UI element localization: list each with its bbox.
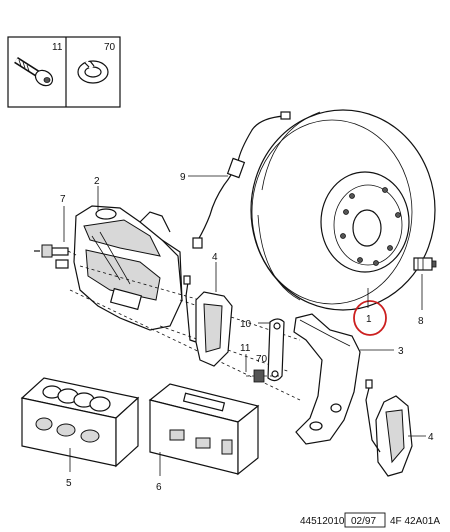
legend-label-11: 11	[52, 42, 63, 53]
callout-7: 7	[60, 194, 66, 205]
callout-4-lower: 4	[428, 432, 434, 443]
reference-footer: 44512010 02/97 4F 42A01A	[300, 512, 440, 528]
callout-4-upper: 4	[212, 252, 218, 263]
bolt-icon	[14, 57, 54, 87]
callout-1: 1	[366, 314, 372, 325]
callout-2: 2	[94, 176, 100, 187]
highlight-ring	[353, 300, 387, 336]
callout-8: 8	[418, 316, 424, 327]
brake-pad-outer	[365, 379, 413, 477]
wheel-stud	[413, 257, 437, 271]
reference-date: 02/97	[351, 516, 376, 527]
callout-9: 9	[180, 172, 186, 183]
guide-link	[258, 318, 285, 382]
callout-6: 6	[156, 482, 162, 493]
reference-code: 4F 42A01A	[390, 516, 440, 527]
reference-number: 44512010	[300, 516, 345, 527]
callout-10: 10	[240, 319, 252, 330]
caliper-carrier	[293, 313, 361, 445]
brake-pad-inner	[183, 275, 233, 367]
callout-70: 70	[256, 354, 268, 365]
callout-5: 5	[66, 478, 72, 489]
seal-kit-box	[20, 377, 140, 468]
wear-sensor-cable	[188, 111, 291, 249]
legend-box: 11 70	[7, 36, 121, 108]
guide-pin-kit-box	[148, 383, 260, 476]
legend-label-70: 70	[104, 42, 116, 53]
mount-bolt	[246, 369, 280, 383]
bleed-screw	[34, 244, 79, 269]
brake-disc	[250, 109, 436, 311]
callout-3: 3	[398, 346, 404, 357]
lock-washer-icon	[77, 60, 109, 84]
brake-caliper	[73, 205, 183, 331]
callout-11: 11	[240, 343, 251, 354]
